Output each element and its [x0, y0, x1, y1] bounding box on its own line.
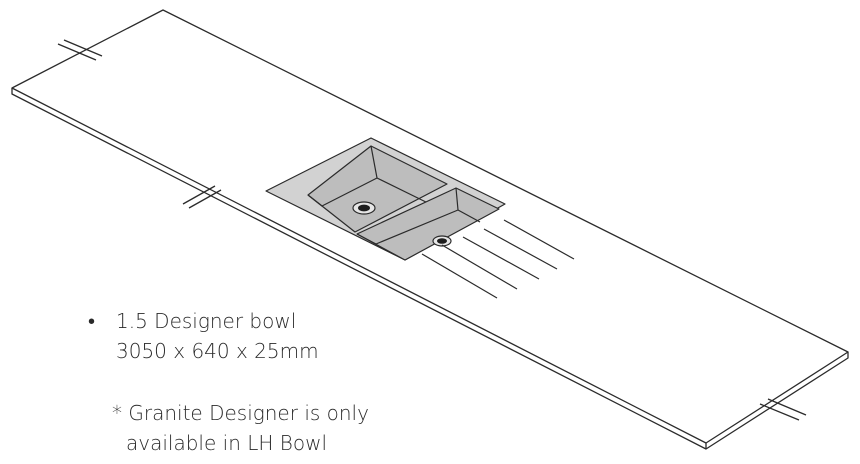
half-bowl-inner-edges: [356, 187, 459, 245]
break-mark-right: [759, 398, 807, 421]
sink-unit: [265, 137, 506, 261]
worktop-right-edge: [705, 352, 849, 450]
break-mark-left-back: [57, 39, 103, 61]
footnote-line-2: available in LH Bowl: [126, 431, 328, 455]
drainer-groove: [462, 236, 540, 280]
main-bowl-interior: [307, 145, 448, 233]
drainer-groove: [503, 219, 575, 260]
drainer-groove: [483, 228, 558, 270]
footnote-note: * Granite Designer is only available in …: [112, 398, 369, 458]
half-bowl-waste-plug: [437, 238, 447, 244]
spec-line-1: 1.5 Designer bowl: [116, 309, 297, 333]
drainer-grooves: [421, 219, 575, 299]
worktop-front-edge: [11, 88, 707, 450]
footnote-line-1: * Granite Designer is only: [112, 401, 369, 425]
bullet-marker: •: [88, 309, 96, 333]
main-bowl-inner-edges: [307, 145, 378, 207]
spec-note: • 1.5 Designer bowl 3050 x 640 x 25mm: [88, 306, 319, 366]
break-mark-left-front: [182, 185, 222, 209]
drainer-groove: [421, 253, 498, 299]
drainer-groove: [441, 244, 518, 290]
break-marks: [57, 39, 807, 421]
main-bowl-waste-plug: [358, 204, 370, 212]
spec-line-2: 3050 x 640 x 25mm: [116, 339, 319, 363]
half-bowl-interior: [356, 187, 500, 261]
main-bowl-floor-edge: [376, 177, 433, 206]
half-bowl-floor-edge: [457, 209, 481, 223]
